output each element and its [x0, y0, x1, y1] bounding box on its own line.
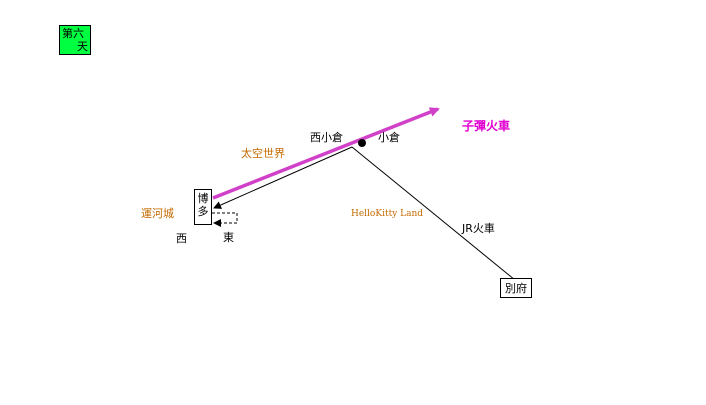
- beppu-label: 別府: [505, 282, 527, 295]
- hakata-label-2: 多: [197, 205, 209, 218]
- bullet-train-label: 子彈火車: [462, 119, 511, 133]
- day-badge-line2: 天: [77, 40, 88, 53]
- canal-city-label: 運河城: [141, 207, 174, 220]
- beppu-station-box: 別府: [500, 278, 532, 298]
- hakata-station-box: 博 多: [194, 189, 212, 225]
- bullet-train-route: [212, 107, 440, 200]
- kokura-to-hakata-arrow: [213, 146, 353, 209]
- kokura-west-label: 西小倉: [310, 131, 343, 144]
- jr-route-line: [351, 146, 516, 281]
- west-label: 西: [176, 232, 187, 245]
- hello-kitty-land-label: HelloKitty Land: [351, 209, 424, 219]
- day-badge: 第六 天: [59, 25, 91, 55]
- kokura-station-dot: [358, 139, 366, 147]
- east-label: 東: [223, 231, 234, 244]
- kokura-label: 小倉: [378, 131, 400, 144]
- space-world-label: 太空世界: [241, 147, 285, 160]
- day-badge-line1: 第六: [62, 27, 84, 40]
- jr-train-label: JR火車: [462, 222, 495, 235]
- hakata-label-1: 博: [197, 192, 209, 205]
